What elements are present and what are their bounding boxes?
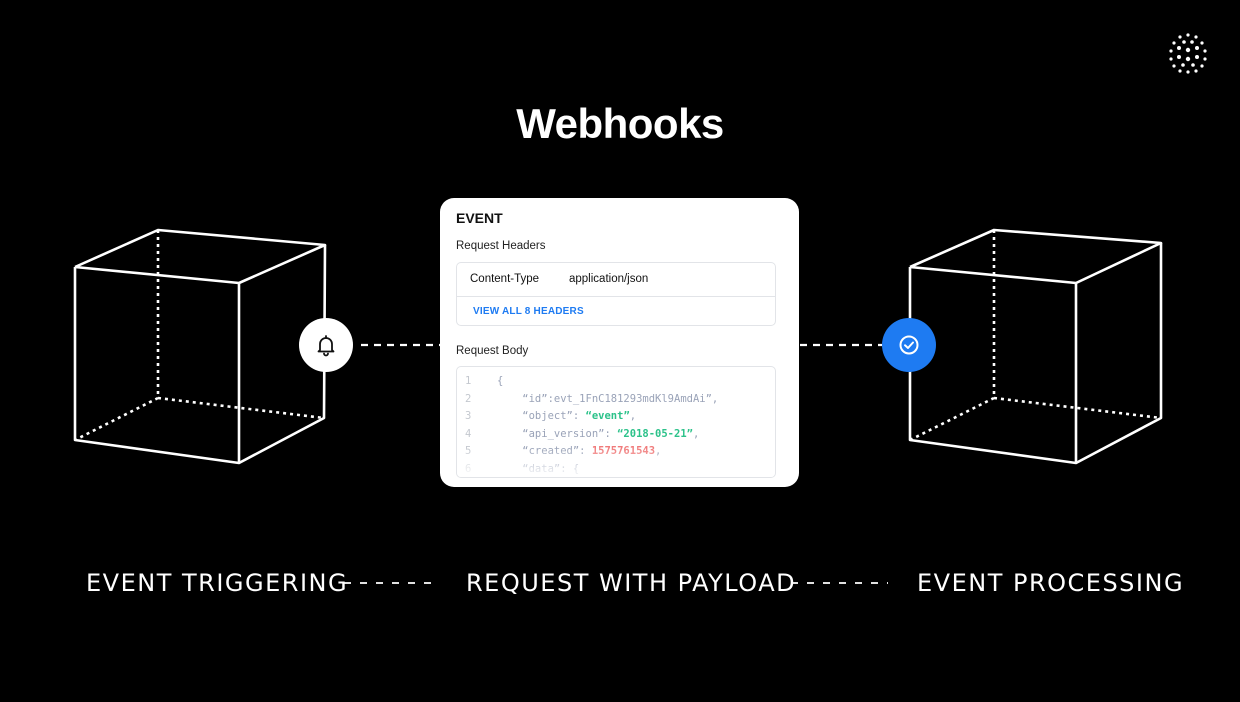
code-line-text: “id”:evt_1FnC181293mdKl9AmdAi”,: [497, 393, 718, 405]
event-card: EVENT Request Headers Content-Type appli…: [440, 198, 799, 487]
code-line-number: 2: [465, 392, 472, 405]
code-token: “event”: [585, 410, 630, 422]
code-line: 2 “id”:evt_1FnC181293mdKl9AmdAi”,: [457, 393, 775, 410]
code-token: “object”:: [497, 410, 586, 422]
code-token: “2018-05-21”: [617, 427, 693, 440]
request-headers-table: Content-Type application/json VIEW ALL 8…: [456, 262, 776, 326]
dotted-sphere-logo-icon: [1166, 31, 1210, 75]
code-token: ,: [629, 410, 637, 422]
view-all-headers-link[interactable]: VIEW ALL 8 HEADERS: [473, 306, 584, 317]
code-token: {: [497, 375, 504, 387]
code-line: 1{: [457, 375, 775, 392]
code-token: ,: [692, 427, 700, 440]
request-headers-label: Request Headers: [456, 240, 546, 252]
code-line-number: 1: [465, 375, 472, 387]
header-row: Content-Type application/json: [457, 263, 775, 297]
code-line: 4 “api_version”: “2018-05-21”,: [457, 428, 775, 445]
request-body-code: 1{2 “id”:evt_1FnC181293mdKl9AmdAi”,3 “ob…: [456, 366, 776, 478]
right-cube-icon: [908, 228, 1163, 465]
bell-icon: [317, 335, 335, 357]
page-title: Webhooks: [516, 100, 724, 147]
code-fade-overlay: [457, 447, 775, 477]
check-circle-icon: [899, 335, 919, 355]
event-trigger-badge: [299, 318, 353, 372]
step-label-event-processing: EVENT PROCESSING: [917, 569, 1185, 597]
code-line-number: 3: [465, 410, 472, 422]
code-line-number: 4: [465, 427, 472, 440]
code-token: “api_version”:: [497, 427, 618, 440]
step-label-event-triggering: EVENT TRIGGERING: [86, 569, 349, 597]
code-line-text: “api_version”: “2018-05-21”,: [497, 428, 699, 440]
code-token: “id”:evt_1FnC181293mdKl9AmdAi”,: [497, 392, 719, 405]
code-line-text: “object”: “event”,: [497, 410, 636, 422]
event-card-title: EVENT: [456, 210, 503, 226]
header-key: Content-Type: [470, 273, 540, 285]
code-line: 3 “object”: “event”,: [457, 410, 775, 427]
left-cube-icon: [73, 228, 327, 465]
step-label-request-with-payload: REQUEST WITH PAYLOAD: [466, 569, 797, 597]
event-processed-badge: [882, 318, 936, 372]
header-value: application/json: [569, 273, 649, 285]
code-line-text: {: [497, 375, 503, 387]
request-body-label: Request Body: [456, 345, 529, 357]
